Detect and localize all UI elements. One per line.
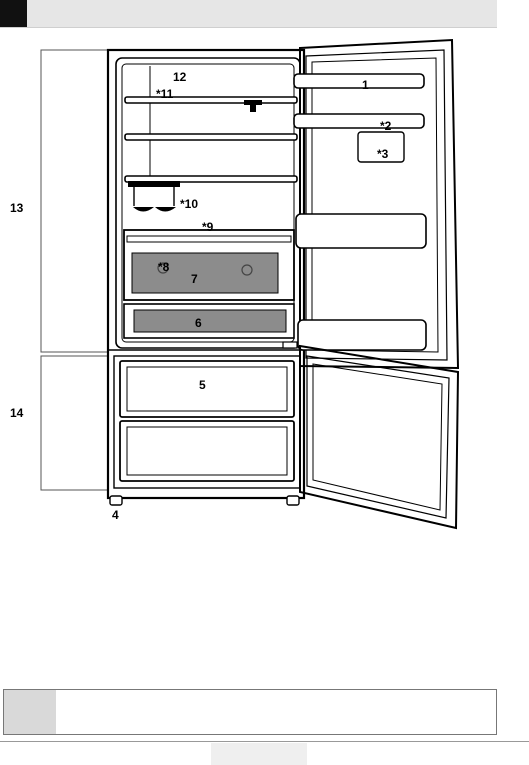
label-door-shelf: 1 [362, 78, 369, 92]
freezer-door [300, 346, 458, 528]
hinge [283, 342, 297, 348]
fridge-door [300, 40, 458, 368]
label-freezer-compartment: 14 [10, 406, 24, 420]
label-humidity-controller: *8 [158, 260, 170, 274]
note-box [3, 689, 497, 735]
label-fridge-compartment: 13 [10, 201, 24, 215]
label-door-shelf-small: *2 [380, 119, 392, 133]
label-chiller: *9 [202, 220, 214, 234]
note-icon-area [4, 690, 56, 734]
door-shelves [294, 74, 426, 350]
fridge-bracket [41, 50, 108, 352]
freezer-drawers [120, 361, 294, 481]
label-bottle-shelf: *10 [180, 197, 198, 211]
chiller-compartment [124, 230, 294, 300]
label-foot: 4 [112, 508, 119, 522]
bottle-shelf [128, 181, 180, 212]
label-door-box: *3 [377, 147, 389, 161]
label-freezer-drawer: 5 [199, 378, 206, 392]
glass-shelves [125, 97, 297, 182]
label-fan: *11 [156, 87, 174, 101]
fan-unit [244, 100, 262, 112]
label-crisper: 7 [191, 272, 198, 286]
page-number-tab [211, 743, 307, 765]
label-lamp: 12 [173, 70, 187, 84]
freezer-bracket [41, 356, 108, 490]
footer-divider [0, 741, 529, 742]
label-crisper-bottom: 6 [195, 316, 202, 330]
crisper-drawer [124, 304, 294, 338]
